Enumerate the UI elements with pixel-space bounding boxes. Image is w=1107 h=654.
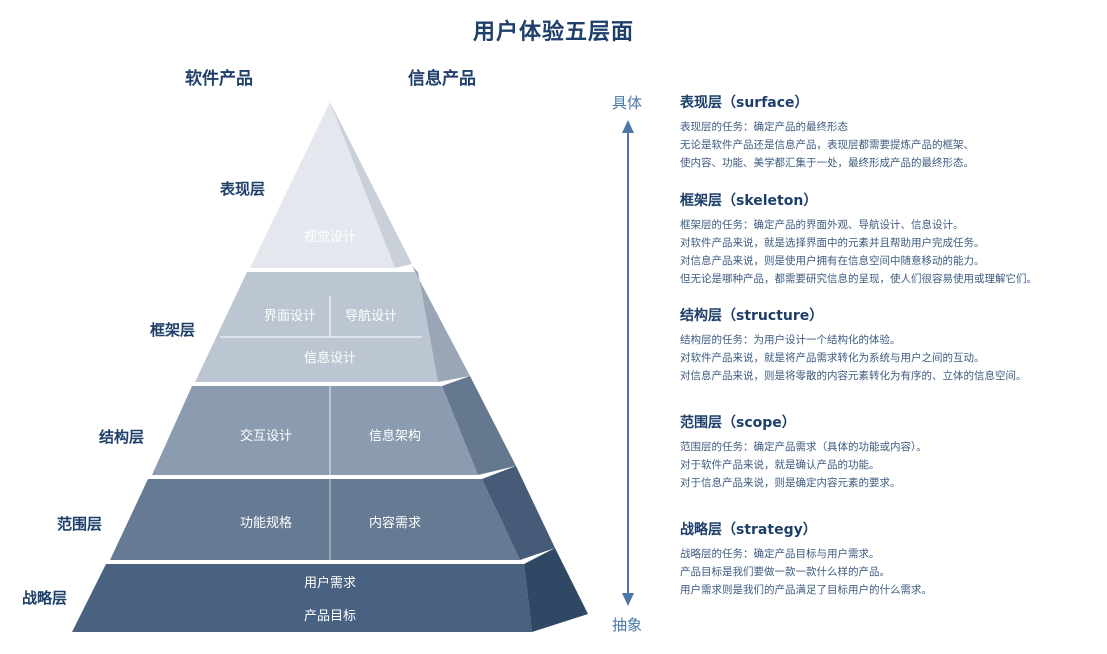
abstraction-axis — [622, 120, 634, 606]
description-line: 框架层的任务：确定产品的界面外观、导航设计、信息设计。 — [680, 219, 964, 231]
description-strategy: 战略层（strategy） 战略层的任务：确定产品目标与用户需求。 产品目标是我… — [680, 519, 1100, 599]
layer-label-strategy: 战略层 — [22, 589, 68, 607]
pyramid-layer-strategy — [72, 548, 588, 632]
description-title: 表现层（surface） — [680, 95, 809, 111]
axis-arrow-down-icon — [622, 593, 634, 606]
pyramid-layer-structure — [152, 376, 516, 475]
layer-label-surface: 表现层 — [220, 180, 266, 198]
description-title: 战略层（strategy） — [680, 522, 817, 538]
cell-user-needs: 用户需求 — [304, 575, 356, 591]
layer-label-scope: 范围层 — [57, 515, 103, 533]
pyramid-layer-surface — [250, 102, 412, 268]
cell-navigation-design: 导航设计 — [345, 308, 397, 324]
layer-label-structure: 结构层 — [99, 428, 145, 446]
layer-strategy-side — [524, 548, 588, 632]
description-line: 对信息产品来说，则是使用户拥有在信息空间中随意移动的能力。 — [680, 255, 985, 267]
description-line: 范围层的任务：确定产品需求（具体的功能或内容）。 — [680, 441, 927, 453]
cell-information-architecture: 信息架构 — [369, 428, 421, 444]
cell-information-design: 信息设计 — [304, 350, 356, 366]
description-line: 表现层的任务：确定产品的最终形态 — [680, 121, 848, 133]
cell-functional-spec: 功能规格 — [240, 515, 292, 531]
column-heading-information: 信息产品 — [408, 69, 476, 89]
description-title: 结构层（structure） — [680, 308, 824, 324]
layer-label-skeleton: 框架层 — [150, 321, 196, 339]
description-line: 产品目标是我们要做一款一款什么样的产品。 — [680, 566, 890, 578]
cell-interface-design: 界面设计 — [264, 309, 316, 324]
description-line: 但无论是哪种产品，都需要研究信息的呈现，使人们很容易使用或理解它们。 — [680, 273, 1037, 285]
column-heading-software: 软件产品 — [185, 69, 253, 89]
page-title: 用户体验五层面 — [472, 20, 634, 45]
layer-skeleton-front — [195, 272, 438, 382]
description-line: 使内容、功能、美学都汇集于一处，最终形成产品的最终形态。 — [680, 157, 974, 169]
description-line: 对信息产品来说，则是将零散的内容元素转化为有序的、立体的信息空间。 — [680, 370, 1027, 382]
description-line: 结构层的任务：为用户设计一个结构化的体验。 — [680, 334, 901, 346]
description-line: 对于信息产品来说，则是确定内容元素的要求。 — [680, 477, 901, 489]
description-line: 战略层的任务：确定产品目标与用户需求。 — [680, 548, 880, 560]
description-title: 范围层（scope） — [680, 415, 796, 431]
description-title: 框架层（skeleton） — [680, 193, 818, 209]
description-skeleton: 框架层（skeleton） 框架层的任务：确定产品的界面外观、导航设计、信息设计… — [680, 190, 1100, 288]
axis-arrow-up-icon — [622, 120, 634, 133]
layer-structure-front — [152, 386, 478, 475]
pyramid-layer-skeleton — [195, 266, 470, 382]
layer-scope-front — [110, 479, 520, 560]
description-line: 无论是软件产品还是信息产品，表现层都需要提炼产品的框架、 — [680, 139, 974, 151]
description-scope: 范围层（scope） 范围层的任务：确定产品需求（具体的功能或内容）。 对于软件… — [680, 412, 1100, 492]
cell-interaction-design: 交互设计 — [240, 428, 292, 444]
description-line: 用户需求则是我们的产品满足了目标用户的什么需求。 — [680, 584, 932, 596]
cell-visual-design: 视觉设计 — [304, 230, 356, 245]
layer-surface-side — [330, 102, 412, 268]
description-surface: 表现层（surface） 表现层的任务：确定产品的最终形态 无论是软件产品还是信… — [680, 92, 1100, 172]
cell-content-requirements: 内容需求 — [369, 515, 421, 531]
layer-strategy-front — [72, 564, 532, 632]
pyramid-layer-scope — [110, 466, 555, 560]
layer-skeleton-side — [412, 266, 470, 382]
cell-product-objectives: 产品目标 — [304, 609, 356, 624]
layer-surface-front — [250, 102, 395, 268]
description-line: 对于软件产品来说，就是确认产品的功能。 — [680, 459, 880, 471]
description-structure: 结构层（structure） 结构层的任务：为用户设计一个结构化的体验。 对软件… — [680, 305, 1100, 385]
axis-label-concrete: 具体 — [612, 94, 643, 112]
axis-label-abstract: 抽象 — [612, 616, 643, 634]
layer-structure-side — [442, 376, 516, 475]
description-line: 对软件产品来说，就是选择界面中的元素并且帮助用户完成任务。 — [680, 237, 985, 249]
description-line: 对软件产品来说，就是将产品需求转化为系统与用户之间的互动。 — [680, 352, 985, 364]
layer-scope-side — [482, 466, 555, 560]
